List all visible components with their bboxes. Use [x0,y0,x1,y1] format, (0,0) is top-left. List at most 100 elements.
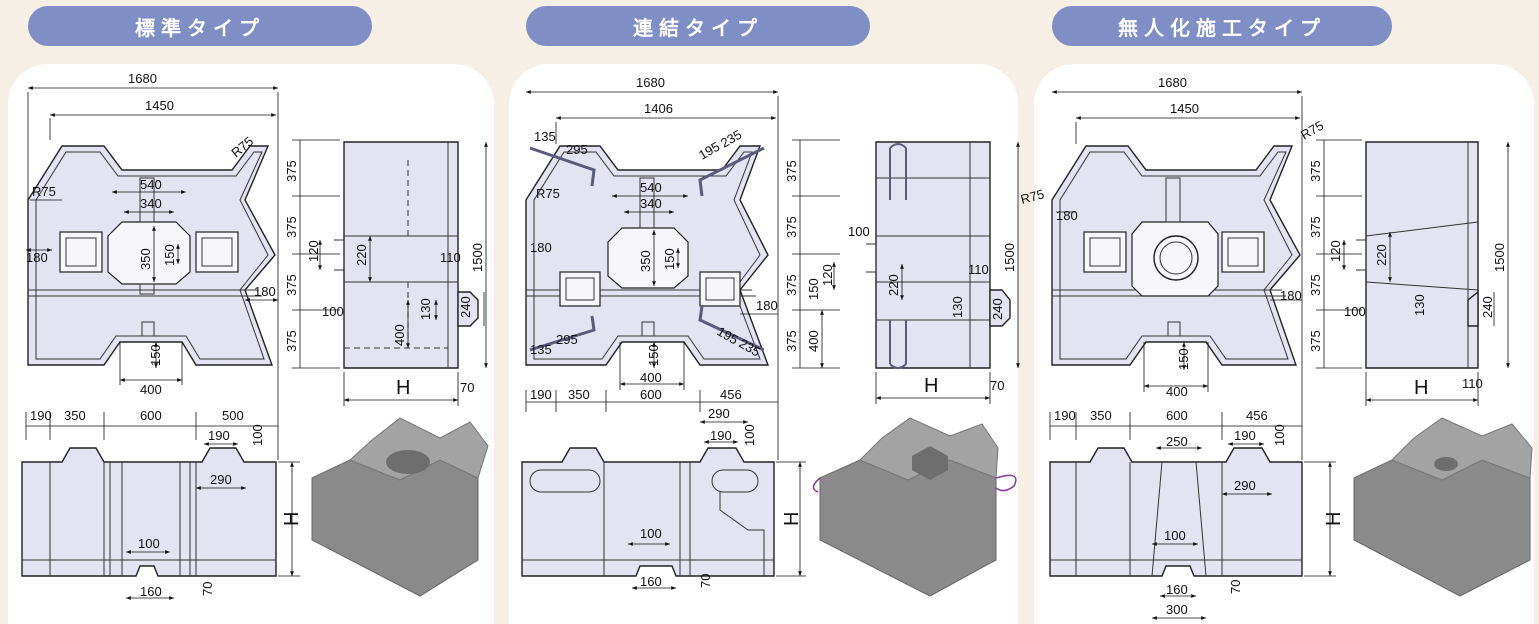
type-badge-unmanned: 無人化施工タイプ [1052,6,1392,46]
dim-120: 120 [306,240,321,262]
dim-350: 350 [638,250,653,272]
dim-v4: 375 [284,330,299,352]
dim-f-100: 100 [742,424,757,446]
dim-110-side: 110 [1462,376,1483,391]
dim-130: 130 [418,298,433,320]
dim-b3: 600 [640,387,662,402]
dim-v4: 375 [1308,330,1323,352]
dim-overall: 1680 [128,71,157,86]
dim-H-front: H [281,512,303,526]
dim-v1: 375 [784,160,799,182]
dim-inner: 1450 [145,98,174,113]
dim-left-180: 180 [530,240,552,255]
dim-inner: 1406 [644,101,673,116]
dim-v4: 375 [784,330,799,352]
badge-label: 連結タイプ [633,17,763,40]
dim-b3: 600 [1166,408,1188,423]
dim-v1: 375 [1308,160,1323,182]
dim-70-side: 70 [460,380,474,395]
front-view-shape [521,447,775,577]
dim-340: 340 [140,196,162,211]
dim-340: 340 [640,196,662,211]
dim-inner: 1450 [1170,101,1199,116]
dim-v2: 375 [784,216,799,238]
standard-drawing: 1680 1450 R75 R75 540 340 350 150 180 18… [21,71,489,600]
dim-240: 240 [1480,296,1495,318]
side-view-shape [343,141,459,369]
dim-f-70: 70 [200,582,215,596]
dim-110: 110 [968,262,989,277]
dim-v3: 375 [784,274,799,296]
dim-f-190: 190 [208,428,230,443]
dim-220: 220 [886,274,901,296]
dim-f-70: 70 [698,574,713,588]
side-view-shape [875,141,991,369]
dim-f-100: 100 [1272,424,1287,446]
unmanned-drawing: 1680 1450 R75 R75 180 180 150 400 375 37… [1019,75,1533,620]
dim-v1: 375 [284,160,299,182]
dim-f-160: 160 [1166,582,1188,597]
dim-H-side: H [396,377,410,399]
dim-400: 400 [392,324,407,346]
dim-f-300: 300 [1166,602,1188,617]
dim-right-180: 180 [756,298,778,313]
dim-c135a: 135 [534,129,556,144]
dim-c295b: 295 [556,332,578,347]
dim-r-left: R75 [1019,186,1046,207]
type-badge-standard: 標準タイプ [28,6,372,46]
dim-c295a: 295 [566,142,588,157]
dim-b2: 350 [1090,408,1112,423]
dim-overall: 1680 [1158,75,1187,90]
dim-bottom-400: 400 [140,382,162,397]
dim-bottom-400: 400 [640,370,662,385]
dim-b1: 190 [530,387,552,402]
dim-150: 150 [662,248,677,270]
dim-b4: 456 [720,387,742,402]
dim-100: 100 [848,224,870,239]
dim-220: 220 [1374,244,1389,266]
dim-100: 100 [1344,304,1366,319]
dim-540: 540 [640,180,662,195]
dim-r-left: R75 [536,186,560,201]
side-view-shape [1365,141,1479,369]
dim-400: 400 [806,330,821,352]
dim-bottom-150: 150 [646,344,661,366]
dim-130: 130 [1412,294,1427,316]
dim-f-190: 190 [710,428,732,443]
dim-b2: 350 [64,408,86,423]
round-hole [1153,235,1199,281]
block-3d-render [1353,417,1533,597]
badge-label: 標準タイプ [135,17,265,40]
dim-f-100b: 100 [138,536,160,551]
front-view-shape [21,447,277,577]
dim-c195a: 195 [696,139,722,163]
dim-b3: 600 [140,408,162,423]
dim-H-front: H [781,512,803,526]
block-3d-render [311,417,489,597]
dim-v3: 375 [284,274,299,296]
dim-220: 220 [354,244,369,266]
dim-100: 100 [322,304,344,319]
dim-1500: 1500 [1002,243,1017,272]
dim-f-100: 100 [250,424,265,446]
dim-b4: 500 [222,408,244,423]
dim-r-left: R75 [32,184,56,199]
dim-110: 110 [440,250,461,265]
dim-bottom-150: 150 [148,344,163,366]
recess-right [195,231,239,273]
type-badge-linked: 連結タイプ [526,6,870,46]
dim-v2: 375 [284,216,299,238]
dim-b1: 190 [1054,408,1076,423]
center-hole [107,221,191,285]
dim-1500: 1500 [1492,243,1507,272]
dim-350: 350 [138,248,153,270]
dim-overall: 1680 [636,75,665,90]
dim-240: 240 [990,298,1005,320]
dim-f-100b: 100 [640,526,662,541]
dim-right-180: 180 [254,284,276,299]
dim-f-100b: 100 [1164,528,1186,543]
dim-150: 150 [162,244,177,266]
dim-H-side: H [1414,377,1428,399]
recess-left [59,231,103,273]
dim-H-side: H [924,375,938,397]
